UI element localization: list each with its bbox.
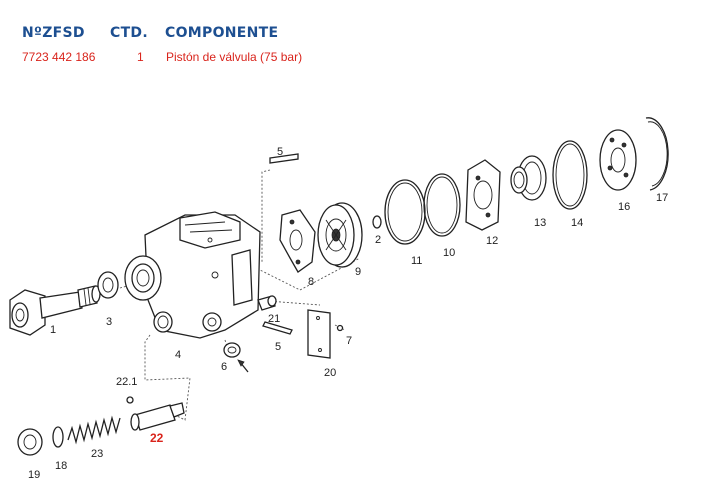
label-12: 12 xyxy=(486,235,498,247)
part-19-cap xyxy=(17,428,43,456)
component-value: Pistón de válvula (75 bar) xyxy=(166,50,303,64)
col-header-quantity: CTD. xyxy=(110,25,148,41)
part-number-value: 7723 442 186 xyxy=(22,50,96,64)
label-19: 19 xyxy=(28,469,40,481)
label-1: 1 xyxy=(50,324,56,336)
label-16: 16 xyxy=(618,201,630,213)
part-17-snap-ring xyxy=(645,117,669,191)
quantity-value: 1 xyxy=(137,50,144,64)
label-4: 4 xyxy=(175,349,181,361)
label-20: 20 xyxy=(324,367,336,379)
part-7-screw xyxy=(336,324,344,332)
label-22: 22 xyxy=(150,431,164,445)
part-8-plate xyxy=(279,209,316,273)
label-22-1: 22.1 xyxy=(116,376,137,388)
label-5-top: 5 xyxy=(277,146,283,158)
label-5-bottom: 5 xyxy=(275,341,281,353)
part-14-ring xyxy=(552,140,588,210)
label-8: 8 xyxy=(308,276,314,288)
label-23: 23 xyxy=(91,448,103,460)
col-header-part-number: NºZFSD xyxy=(22,25,85,41)
label-13: 13 xyxy=(534,217,546,229)
part-10-ring xyxy=(423,173,461,237)
col-header-component: COMPONENTE xyxy=(165,25,279,41)
label-2: 2 xyxy=(375,234,381,246)
part-21-fitting xyxy=(257,295,277,311)
label-21: 21 xyxy=(268,313,280,325)
label-6: 6 xyxy=(221,361,227,373)
part-16-disk xyxy=(599,129,637,191)
part-20-plate xyxy=(307,309,331,359)
label-9: 9 xyxy=(355,266,361,278)
label-17: 17 xyxy=(656,192,668,204)
label-11: 11 xyxy=(411,255,422,267)
part-labels: 1 2 3 4 5 5 6 7 8 9 10 11 12 13 14 16 17… xyxy=(28,146,668,481)
part-6-plug xyxy=(223,342,249,373)
part-22-1-ball xyxy=(126,396,134,404)
part-5-pin-bottom xyxy=(262,321,293,335)
part-18-washer xyxy=(52,426,64,448)
part-13-ring-set xyxy=(510,155,547,201)
part-3-seal xyxy=(97,271,119,299)
part-5-pin-top xyxy=(269,153,299,164)
part-12-plate xyxy=(465,159,501,231)
part-23-spring xyxy=(67,415,121,445)
part-9-rotor xyxy=(317,202,363,268)
label-10: 10 xyxy=(443,247,455,259)
label-14: 14 xyxy=(571,217,583,229)
part-2-ring xyxy=(372,215,382,229)
part-11-ring xyxy=(384,179,426,245)
label-18: 18 xyxy=(55,460,67,472)
part-22-valve-piston xyxy=(130,402,185,431)
part-4-housing xyxy=(124,211,261,339)
label-3: 3 xyxy=(106,316,112,328)
label-7: 7 xyxy=(346,335,352,347)
part-1-shaft xyxy=(9,285,101,336)
